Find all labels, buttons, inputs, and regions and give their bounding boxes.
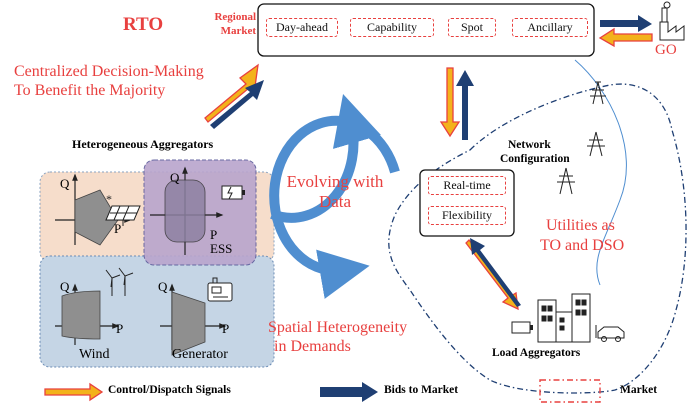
legend-bids-label: Bids to Market <box>384 384 459 396</box>
bid-arrow-realtime <box>456 70 474 140</box>
ev-car-icon <box>595 325 625 342</box>
generator-label: Generator <box>172 347 228 362</box>
dispatch-arrow-realtime <box>439 67 461 138</box>
load-aggregators-label: Load Aggregators <box>492 347 581 359</box>
wind-q-label: Q <box>60 279 70 294</box>
legend-market-box <box>539 379 601 403</box>
solar-panel-icon: * <box>105 192 141 226</box>
generator-qp-chart <box>160 283 227 356</box>
legend-bids-arrow <box>320 382 378 402</box>
market-spot: Spot <box>448 18 496 37</box>
wind-qp-chart <box>55 283 120 345</box>
bid-arrow-rto <box>210 80 264 129</box>
ess-q-label: Q <box>170 170 180 185</box>
wind-p-label: P <box>116 321 124 336</box>
generator-p-label: P <box>222 321 230 336</box>
aggregators-title: Heterogeneous Aggregators <box>72 137 214 151</box>
generator-q-label: Q <box>158 279 168 294</box>
battery-icon <box>221 185 245 200</box>
legend-market-label: Market <box>620 384 658 396</box>
svg-text:*: * <box>106 192 112 206</box>
realtime-label: Real-time <box>428 176 506 195</box>
transmission-tower-icon <box>557 81 606 195</box>
network-boundary <box>388 83 687 394</box>
rto-title: RTO <box>123 14 164 35</box>
factory-icon <box>659 1 685 41</box>
bid-arrow-load <box>470 238 521 307</box>
legend-control-arrow <box>44 382 104 402</box>
market-day-ahead: Day-ahead <box>266 18 338 37</box>
ess-qp-chart <box>150 166 224 255</box>
flexibility-label: Flexibility <box>428 206 506 225</box>
generator-icon <box>207 277 233 302</box>
pv-p-label: P <box>114 221 122 236</box>
market-capability: Capability <box>350 18 434 37</box>
buildings-icon <box>537 293 591 343</box>
dispatch-arrow-go <box>598 27 653 48</box>
evolving-cycle <box>269 93 400 299</box>
ess-label: ESS <box>210 241 233 256</box>
legend-control-label: Control/Dispatch Signals <box>108 384 231 396</box>
wind-label: Wind <box>79 347 110 362</box>
go-label: GO <box>655 42 677 58</box>
load-battery-icon <box>511 321 533 334</box>
bid-arrow-go <box>600 15 652 32</box>
wind-turbine-icon <box>105 267 134 296</box>
market-ancillary: Ancillary <box>512 18 588 37</box>
pv-q-label: Q <box>60 176 70 191</box>
ess-p-label: P <box>210 227 218 242</box>
